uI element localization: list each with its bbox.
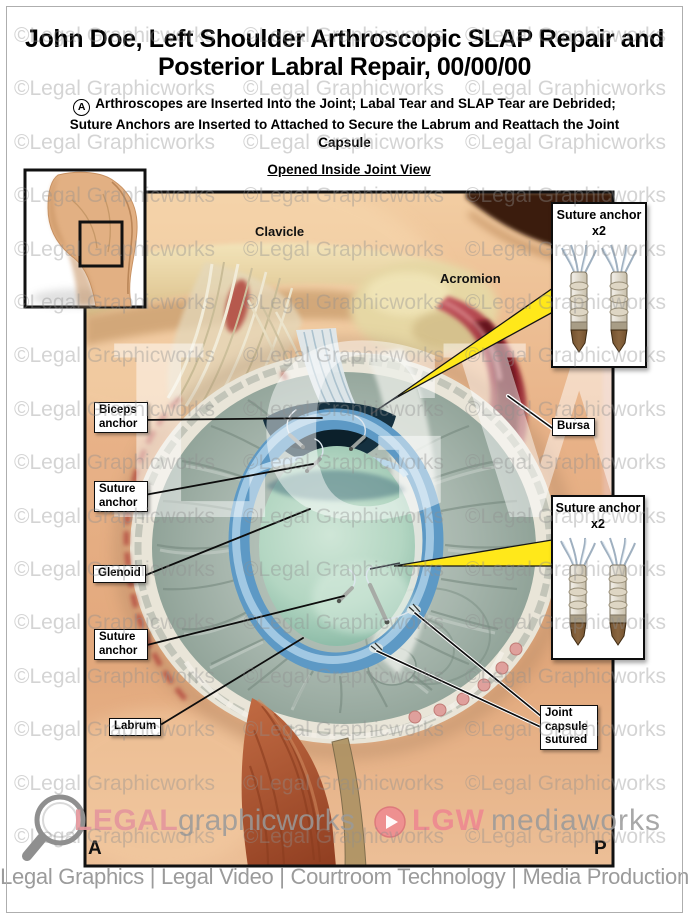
watermark-text: ©Legal Graphicworks xyxy=(465,825,667,848)
footer-services: Legal Graphics | Legal Video | Courtroom… xyxy=(0,864,689,889)
label-joint-capsule-sutured: Joint capsule sutured xyxy=(540,705,598,750)
posterior-marker: P xyxy=(594,838,607,859)
watermark-text: ©Legal Graphicworks xyxy=(243,825,445,848)
label-biceps-anchor: Biceps anchor xyxy=(94,402,148,434)
ligaments xyxy=(166,261,328,433)
suture-anchor-pair-graphic xyxy=(560,537,636,647)
detail-box-2-caption: Suture anchor x2 xyxy=(555,501,641,531)
superior-labrum-opening xyxy=(263,402,396,465)
torso-figure xyxy=(32,171,138,307)
watermark-text: ©Legal Graphicworks xyxy=(14,665,216,688)
magnifier-icon xyxy=(22,794,86,861)
body-orientation-inset xyxy=(23,168,147,309)
watermark-text: ©Legal Graphicworks xyxy=(14,291,216,314)
watermark-text: ©Legal Graphicworks xyxy=(465,665,667,688)
step-description: Arthroscopes are Inserted Into the Joint… xyxy=(69,96,620,150)
play-icon xyxy=(374,806,406,838)
zoom-region-square xyxy=(78,220,124,268)
joint-capsule xyxy=(116,339,572,757)
anterior-marker: A xyxy=(88,838,102,859)
labrum-ring xyxy=(228,408,444,674)
watermark-text: ©Legal Graphicworks xyxy=(243,558,445,581)
clavicle-bone xyxy=(85,242,470,346)
deltoid-muscle xyxy=(241,698,367,866)
label-acromion: Acromion xyxy=(440,271,501,286)
watermark-text: ©Legal Graphicworks xyxy=(14,772,216,795)
biceps-tendon xyxy=(296,328,366,442)
watermark-text: ©Legal Graphicworks xyxy=(465,451,667,474)
label-labrum: Labrum xyxy=(109,718,162,736)
watermark-text: ©Legal Graphicworks xyxy=(243,665,445,688)
suture-anchor-pair-graphic xyxy=(561,244,637,354)
watermark-text: ©Legal Graphicworks xyxy=(14,344,216,367)
watermark-text: ©Legal Graphicworks xyxy=(243,505,445,528)
step-letter-badge: A xyxy=(73,99,91,116)
illustration-border xyxy=(83,190,615,868)
watermark-text: ©Legal Graphicworks xyxy=(243,344,445,367)
brand-graphicworks: graphicworks xyxy=(178,804,355,837)
watermark-text: ©Legal Graphicworks xyxy=(243,184,445,207)
watermark-text: ©Legal Graphicworks xyxy=(243,718,445,741)
tendon-strip xyxy=(331,737,367,866)
watermark-text: ©Legal Graphicworks xyxy=(243,291,445,314)
glenoid-fossa xyxy=(259,446,415,646)
implanted-anchor-pins xyxy=(286,409,412,625)
exhibit-title: John Doe, Left Shoulder Arthroscopic SLA… xyxy=(24,24,664,82)
watermark-text: ©Legal Graphicworks xyxy=(243,611,445,634)
view-title: Opened Inside Joint View xyxy=(267,162,431,177)
label-bursa: Bursa xyxy=(552,418,595,436)
watermark-text: ©Legal Graphicworks xyxy=(243,238,445,261)
label-suture-anchor-lower: Suture anchor xyxy=(94,629,148,661)
brand-mediaworks: mediaworks xyxy=(491,804,662,837)
suture-anchor-detail-box-2: Suture anchor x2 xyxy=(551,495,645,660)
capsule-stitches xyxy=(369,603,421,654)
detail-box-1-caption: Suture anchor x2 xyxy=(556,208,642,238)
watermark-text: ©Legal Graphicworks xyxy=(243,451,445,474)
watermark-text: ©Legal Graphicworks xyxy=(14,238,216,261)
suture-anchor-detail-box-1: Suture anchor x2 xyxy=(551,202,647,368)
leader-lines xyxy=(138,393,555,731)
watermark-text: ©Legal Graphicworks xyxy=(14,825,216,848)
watermark-text: ©Legal Graphicworks xyxy=(243,772,445,795)
yellow-pointer-upper xyxy=(370,286,554,415)
label-suture-anchor-upper: Suture anchor xyxy=(94,481,148,513)
brand-legal: LEGAL xyxy=(74,804,179,837)
yellow-pointer-lower xyxy=(369,539,553,570)
watermark-text: ©Legal Graphicworks xyxy=(14,451,216,474)
brand-lgw: LGW xyxy=(412,804,485,837)
label-glenoid: Glenoid xyxy=(93,565,146,583)
watermark-text: ©Legal Graphicworks xyxy=(14,184,216,207)
watermark-text: ©Legal Graphicworks xyxy=(465,772,667,795)
label-clavicle: Clavicle xyxy=(255,224,305,239)
watermark-text: ©Legal Graphicworks xyxy=(243,398,445,421)
bursa-tissue xyxy=(436,296,528,498)
